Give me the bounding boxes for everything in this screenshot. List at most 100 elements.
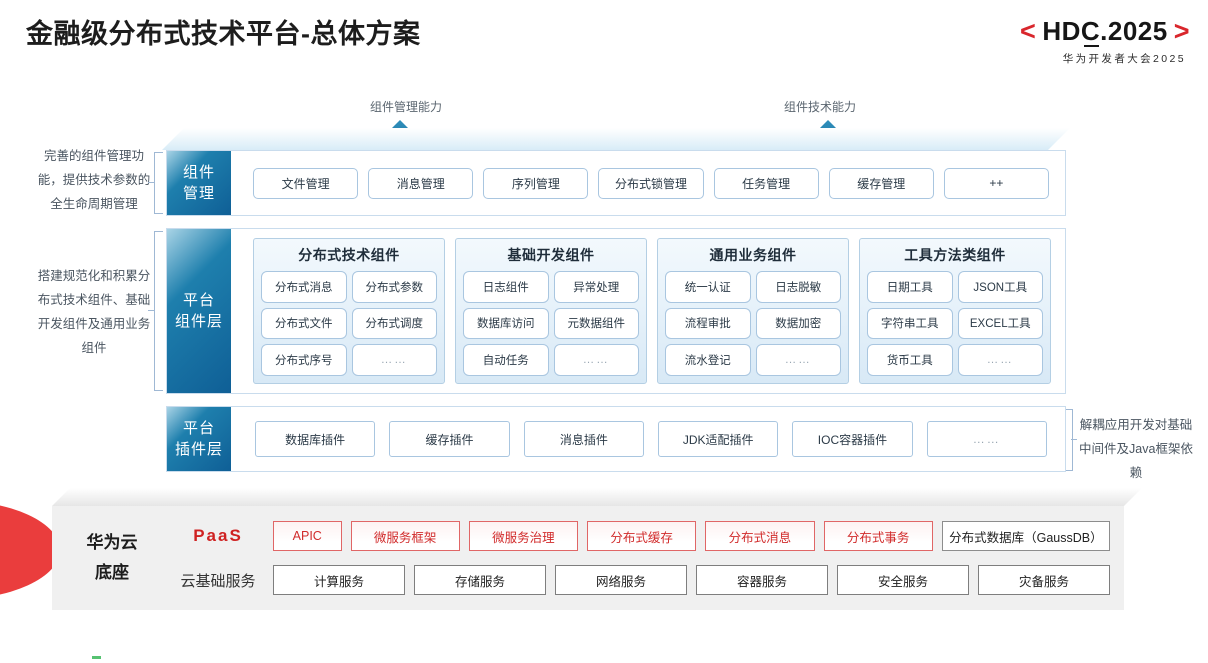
component-item[interactable]: 消息管理 (368, 167, 474, 199)
group-item[interactable]: 日志脱敏 (755, 271, 841, 303)
layer-label-line2: 组件层 (174, 313, 223, 330)
component-item[interactable]: 任务管理 (713, 167, 819, 199)
group-item[interactable]: 元数据组件 (553, 307, 639, 340)
side-note-left-bottom: 搭建规范化和积累分布式技术组件、基础开发组件及通用业务组件 (37, 269, 151, 355)
group-item[interactable]: 分布式调度 (351, 307, 437, 340)
group-item[interactable]: 流水登记 (665, 344, 751, 376)
layer-label-platform-plugin: 平台 插件层 (167, 407, 231, 471)
layer-label-line1: 组件 (182, 164, 215, 181)
paas-service-chip[interactable]: 分布式事务 (823, 521, 933, 551)
brace-tick-left-middle (148, 310, 154, 312)
component-item[interactable]: 文件管理 (253, 167, 359, 199)
group-item[interactable]: 分布式消息 (261, 271, 347, 303)
hdc-logo: < HDC.2025 > 华为开发者大会2025 (900, 16, 1190, 66)
plugin-item[interactable]: 数据库插件 (255, 421, 376, 457)
arrow-caption-component-management: 组件管理能力 (370, 100, 443, 114)
hdc-logo-text: HDC.2025 (1042, 16, 1168, 47)
group-item[interactable]: 日期工具 (867, 271, 953, 303)
paas-rows: PaaS APIC 微服务框架 微服务治理 分布式缓存 分布式消息 分布式事务 … (172, 518, 1124, 598)
layer-label-line1: 平台 (182, 292, 215, 309)
layer-component-management: 组件 管理 文件管理 消息管理 序列管理 分布式锁管理 任务管理 缓存管理 ++ (166, 150, 1066, 216)
group-item-more[interactable]: …… (351, 344, 437, 376)
group-item[interactable]: JSON工具 (957, 271, 1043, 303)
layer-body-platform-plugin: 数据库插件 缓存插件 消息插件 JDK适配插件 IOC容器插件 …… (231, 407, 1065, 471)
group-utility-methods: 工具方法类组件 日期工具 JSON工具 字符串工具 EXCEL工具 货币工具 …… (859, 238, 1051, 384)
brace-left-middle (154, 231, 163, 391)
paas-service-chip-database[interactable]: 分布式数据库（GaussDB） (941, 521, 1110, 551)
paas-panel: 华为云 底座 PaaS APIC 微服务框架 微服务治理 分布式缓存 分布式消息… (52, 506, 1124, 610)
group-title: 通用业务组件 (709, 247, 797, 263)
paas-service-chip[interactable]: APIC (273, 521, 342, 551)
layer-label-line2: 插件层 (174, 441, 223, 458)
group-item[interactable]: EXCEL工具 (957, 307, 1043, 340)
group-item-more[interactable]: …… (553, 344, 639, 376)
cloud-service-chip[interactable]: 存储服务 (414, 565, 546, 595)
group-item[interactable]: 自动任务 (463, 344, 549, 376)
plugin-item[interactable]: 消息插件 (523, 421, 644, 457)
layer-body-component-management: 文件管理 消息管理 序列管理 分布式锁管理 任务管理 缓存管理 ++ (231, 151, 1065, 215)
hdc-logo-subtitle: 华为开发者大会2025 (1062, 53, 1186, 65)
group-basic-development: 基础开发组件 日志组件 异常处理 数据库访问 元数据组件 自动任务 …… (455, 238, 647, 384)
group-distributed-tech: 分布式技术组件 分布式消息 分布式参数 分布式文件 分布式调度 分布式序号 …… (253, 238, 445, 384)
group-item[interactable]: 统一认证 (665, 271, 751, 303)
group-item-more[interactable]: …… (755, 344, 841, 376)
group-item[interactable]: 异常处理 (553, 271, 639, 303)
side-note-left-top: 完善的组件管理功能，提供技术参数的全生命周期管理 (37, 149, 151, 211)
side-note-right: 解耦应用开发对基础中间件及Java框架依赖 (1079, 418, 1193, 480)
layer-platform-component: 平台 组件层 分布式技术组件 分布式消息 分布式参数 分布式文件 分布式调度 分… (166, 228, 1066, 394)
brace-tick-right (1071, 439, 1077, 441)
paas-row-label: 云基础服务 (180, 572, 256, 590)
layer-label-line1: 平台 (182, 420, 215, 437)
cloud-service-chip[interactable]: 计算服务 (273, 565, 405, 595)
paas-service-chip[interactable]: 分布式消息 (705, 521, 815, 551)
layer-label-platform-component: 平台 组件层 (167, 229, 231, 393)
paas-row-cloud-base: 云基础服务 计算服务 存储服务 网络服务 容器服务 安全服务 灾备服务 (172, 562, 1110, 598)
plugin-item[interactable]: 缓存插件 (389, 421, 510, 457)
paas-service-chip[interactable]: 微服务治理 (468, 521, 578, 551)
group-item[interactable]: 分布式参数 (351, 271, 437, 303)
red-wedge-decoration (0, 500, 60, 600)
layer-label-line2: 管理 (182, 185, 215, 202)
group-item[interactable]: 货币工具 (867, 344, 953, 376)
stack-3d-top-face (162, 128, 1070, 150)
layer-platform-plugin: 平台 插件层 数据库插件 缓存插件 消息插件 JDK适配插件 IOC容器插件 …… (166, 406, 1066, 472)
arrow-caption-component-technology: 组件技术能力 (784, 100, 857, 114)
group-item[interactable]: 字符串工具 (867, 307, 953, 340)
brace-tick-left-top (148, 182, 154, 184)
group-title: 基础开发组件 (507, 247, 595, 263)
paas-service-chip[interactable]: 分布式缓存 (587, 521, 697, 551)
brace-left-top (154, 152, 163, 214)
group-grid: 统一认证 日志脱敏 流程审批 数据加密 流水登记 …… (665, 271, 841, 376)
cloud-service-chip[interactable]: 安全服务 (837, 565, 969, 595)
component-item[interactable]: 序列管理 (483, 167, 589, 199)
group-item[interactable]: 分布式文件 (261, 307, 347, 340)
paas-row-label: PaaS (193, 526, 243, 545)
plugin-item[interactable]: IOC容器插件 (792, 421, 913, 457)
cloud-service-chip[interactable]: 网络服务 (555, 565, 687, 595)
group-item[interactable]: 数据加密 (755, 307, 841, 340)
group-grid: 日期工具 JSON工具 字符串工具 EXCEL工具 货币工具 …… (867, 271, 1043, 376)
cloud-service-chip[interactable]: 容器服务 (696, 565, 828, 595)
blue-lens-mask (1184, 190, 1208, 278)
cloud-service-chip[interactable]: 灾备服务 (978, 565, 1110, 595)
plugin-item[interactable]: JDK适配插件 (657, 421, 779, 457)
group-item-more[interactable]: …… (957, 344, 1043, 376)
component-item[interactable]: 缓存管理 (828, 167, 934, 199)
group-item[interactable]: 数据库访问 (463, 307, 549, 340)
group-item[interactable]: 流程审批 (665, 307, 751, 340)
component-item-more[interactable]: ++ (943, 167, 1049, 199)
group-item[interactable]: 分布式序号 (261, 344, 347, 376)
group-title: 分布式技术组件 (298, 247, 400, 263)
plugin-item-more[interactable]: …… (926, 421, 1047, 457)
component-item[interactable]: 分布式锁管理 (598, 167, 704, 199)
group-grid: 日志组件 异常处理 数据库访问 元数据组件 自动任务 …… (463, 271, 639, 376)
paas-row-paas: PaaS APIC 微服务框架 微服务治理 分布式缓存 分布式消息 分布式事务 … (172, 518, 1110, 554)
layer-label-component-management: 组件 管理 (167, 151, 231, 215)
group-item[interactable]: 日志组件 (463, 271, 549, 303)
group-title: 工具方法类组件 (904, 247, 1006, 263)
page-title: 金融级分布式技术平台-总体方案 (26, 19, 421, 49)
paas-3d-top-face (52, 488, 1142, 506)
angle-bracket-right-icon: > (1173, 16, 1190, 46)
paas-service-chip[interactable]: 微服务框架 (350, 521, 460, 551)
